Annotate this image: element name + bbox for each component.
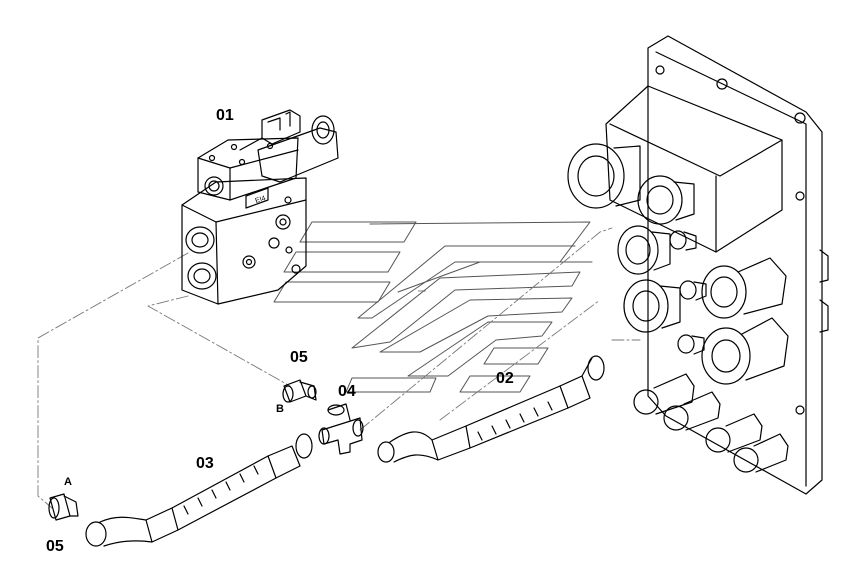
adapter-b — [282, 379, 317, 403]
hose-right — [377, 355, 605, 463]
fitting-large-2 — [637, 175, 695, 225]
callout-04: 04 — [338, 383, 356, 400]
callout-05-a: 05 — [46, 538, 64, 555]
callout-01: 01 — [216, 107, 234, 124]
fitting-mid-4 — [701, 317, 789, 385]
solenoid-plate-text: EI4 — [254, 195, 266, 205]
fitting-mid-2 — [623, 279, 681, 333]
callout-02: 02 — [496, 370, 514, 387]
fitting-mid-3 — [701, 257, 787, 319]
callout-05-b: 05 — [290, 349, 308, 366]
fitting-large-1 — [567, 143, 641, 209]
fitting-mid-1 — [617, 225, 671, 275]
adapter-a — [48, 493, 79, 521]
watermark-logo — [273, 221, 593, 393]
hose-left — [85, 433, 313, 547]
watermark-text: **** — [418, 290, 426, 296]
callout-03: 03 — [196, 455, 214, 472]
port-label-a: A — [64, 476, 72, 488]
distribution-block — [567, 35, 829, 495]
port-label-b: B — [276, 403, 284, 415]
tee-fitting — [318, 403, 364, 455]
connection-lines — [37, 227, 641, 509]
solenoid-valve — [181, 109, 339, 305]
small-plugs — [633, 230, 789, 473]
